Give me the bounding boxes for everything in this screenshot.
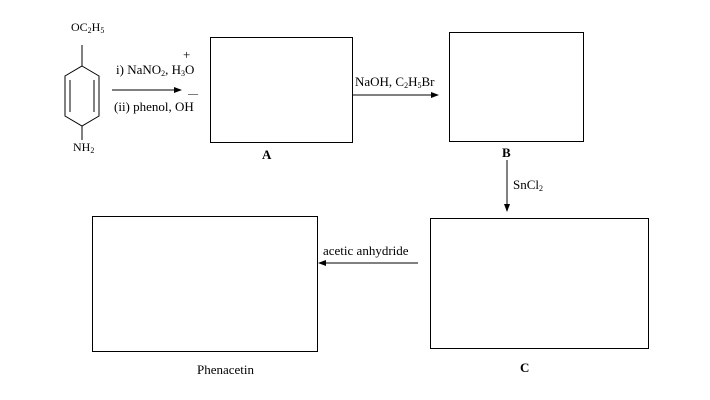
step1-reagent-line2: (ii) phenol, OH (114, 99, 194, 114)
plus-charge: + (183, 47, 191, 62)
label-b: B (502, 145, 511, 160)
box-a (210, 37, 353, 143)
minus-charge: — (188, 89, 198, 100)
step2-reagent: NaOH, C2H5Br (355, 74, 435, 90)
box-product (92, 216, 318, 352)
step3-reagent: SnCl2 (513, 177, 544, 193)
step1-reagent-line1: i) NaNO2, H3O (116, 62, 195, 78)
box-c (430, 218, 649, 349)
box-b (449, 32, 584, 142)
label-c: C (520, 360, 530, 375)
label-phenacetin: Phenacetin (197, 362, 255, 377)
benzene-ring (64, 45, 100, 140)
label-a: A (262, 147, 272, 162)
ethoxy-group-label: OC2H5 (71, 20, 105, 35)
amino-group-label: NH2 (73, 140, 95, 155)
step4-reagent: acetic anhydride (323, 243, 409, 258)
